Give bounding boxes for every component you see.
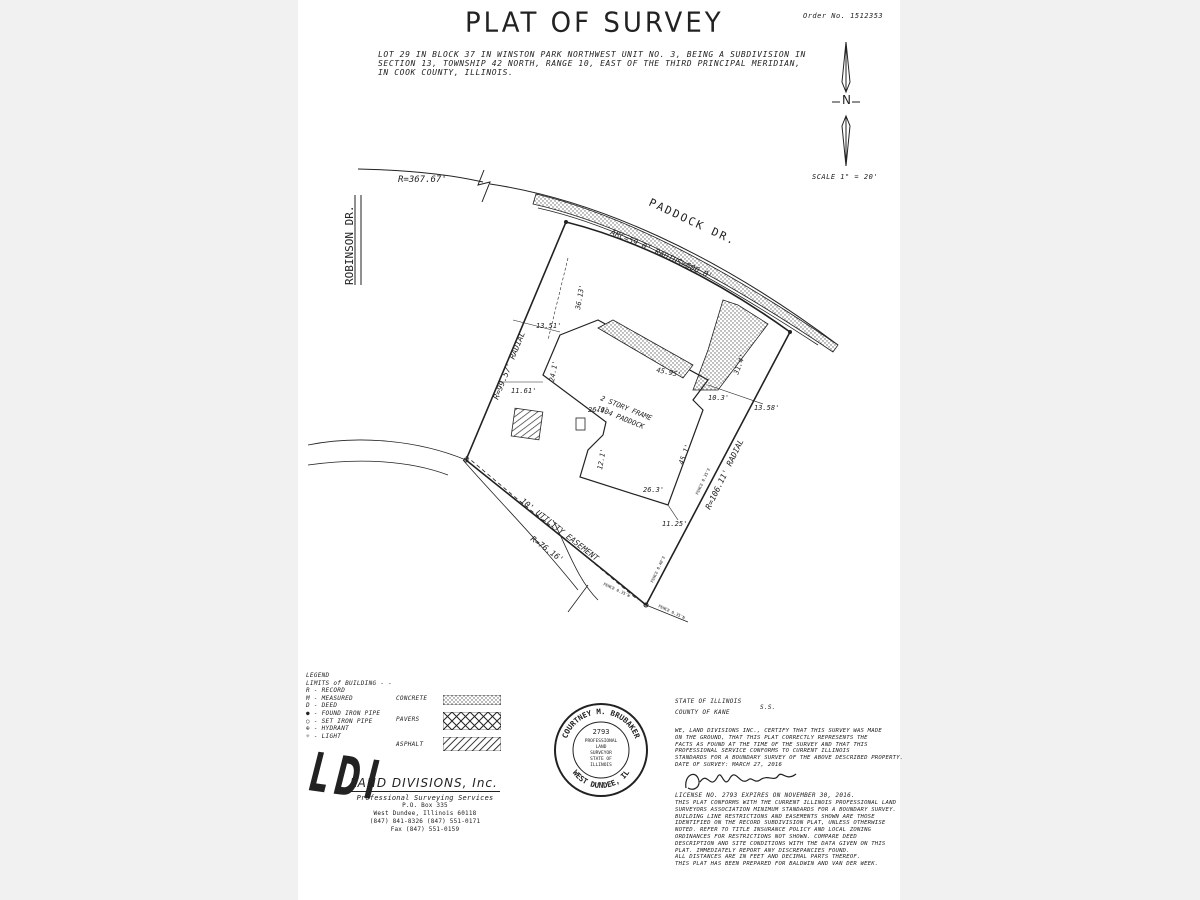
svg-text:13.58': 13.58' bbox=[754, 404, 779, 412]
cert-notes: THIS PLAT CONFORMS WITH THE CURRENT ILLI… bbox=[675, 800, 897, 868]
curve-label: R=106.11' RADIAL bbox=[704, 438, 746, 511]
svg-text:ILLINOIS: ILLINOIS bbox=[590, 762, 612, 768]
north-arrow-icon bbox=[832, 42, 860, 166]
north-letter: N bbox=[842, 93, 851, 107]
cert-state: STATE OF ILLINOIS bbox=[675, 698, 742, 705]
legal-line: IN COOK COUNTY, ILLINOIS. bbox=[378, 68, 514, 77]
legend-asphalt-label: ASPHALT bbox=[396, 741, 424, 748]
pavers-swatch bbox=[443, 712, 501, 730]
front-porch bbox=[597, 319, 694, 379]
house-outline bbox=[542, 319, 709, 506]
legend-item: D - DEED bbox=[306, 702, 338, 710]
patio bbox=[510, 407, 544, 441]
concrete-swatch bbox=[443, 695, 501, 705]
cert-license: LICENSE NO. 2793 EXPIRES ON NOVEMBER 30,… bbox=[675, 792, 855, 799]
legend-heading: LEGEND bbox=[306, 672, 330, 679]
svg-text:PROFESSIONAL: PROFESSIONAL bbox=[585, 738, 618, 744]
curve-label: R=367.67' bbox=[398, 175, 447, 185]
step bbox=[575, 417, 586, 431]
asphalt-swatch bbox=[443, 737, 501, 751]
legend-item: ● - FOUND IRON PIPE bbox=[306, 709, 381, 717]
legal-line: SECTION 13, TOWNSHIP 42 NORTH, RANGE 10,… bbox=[378, 59, 801, 68]
easement-line bbox=[465, 455, 639, 601]
company-subtitle: Professional Surveying Services bbox=[356, 794, 494, 802]
iron-pipe-icon bbox=[643, 602, 649, 608]
iron-pipe-icon bbox=[564, 220, 568, 224]
svg-text:FENCE 0.35'E: FENCE 0.35'E bbox=[694, 467, 711, 496]
legal-line: LOT 29 IN BLOCK 37 IN WINSTON PARK NORTH… bbox=[378, 50, 806, 59]
svg-text:SURVEYOR: SURVEYOR bbox=[590, 750, 612, 756]
cert-ss: S.S. bbox=[760, 704, 776, 711]
legend-item: LIMITS of BUILDING - - bbox=[306, 679, 393, 687]
company-phone: (847) 841-8326 (847) 551-0171 bbox=[369, 818, 481, 825]
concrete-walk bbox=[532, 193, 839, 353]
svg-text:12.1': 12.1' bbox=[596, 448, 608, 470]
iron-pipe-icon bbox=[788, 330, 792, 334]
legend-item: ☼ - LIGHT bbox=[306, 732, 342, 740]
curve-label: R=76.16' bbox=[529, 534, 565, 564]
cert-statement: WE, LAND DIVISIONS INC., CERTIFY THAT TH… bbox=[675, 728, 904, 768]
svg-text:11.25': 11.25' bbox=[662, 520, 687, 528]
legal-description: LOT 29 IN BLOCK 37 IN WINSTON PARK NORTH… bbox=[378, 50, 806, 77]
legend: LEGEND LIMITS of BUILDING - - R - RECORD… bbox=[306, 672, 392, 740]
svg-text:10.3': 10.3' bbox=[708, 394, 729, 402]
surveyor-signature bbox=[685, 773, 797, 790]
break-mark bbox=[477, 169, 491, 203]
svg-text:26.6': 26.6' bbox=[588, 406, 609, 414]
company-details: Professional Surveying Services P.O. Box… bbox=[350, 794, 500, 834]
surveyor-seal: COURTNEY M. BRUBAKER WEST DUNDEE, IL 279… bbox=[554, 703, 648, 797]
curve-label: ARC=59.0' RADIUS=606.0' bbox=[608, 227, 714, 281]
legend-item: ○ - SET IRON PIPE bbox=[306, 717, 373, 725]
road-curve bbox=[489, 183, 839, 346]
iron-pipe-icon bbox=[463, 457, 469, 463]
svg-text:26.3': 26.3' bbox=[643, 486, 664, 494]
road-curve bbox=[357, 168, 484, 183]
svg-text:13.51': 13.51' bbox=[536, 322, 561, 330]
cert-county: COUNTY OF KANE bbox=[675, 709, 730, 716]
legend-item: R - RECORD bbox=[306, 687, 346, 695]
svg-text:LAND: LAND bbox=[596, 744, 607, 750]
survey-document: PLAT OF SURVEY Order No. 1512353 LOT 29 … bbox=[298, 0, 904, 900]
company-address: P.O. Box 335 bbox=[402, 802, 448, 809]
driveway bbox=[692, 299, 769, 391]
svg-text:24.1': 24.1' bbox=[548, 360, 560, 382]
street-label-robinson: ROBINSON DR. bbox=[343, 206, 356, 285]
company-name: LAND DIVISIONS, Inc. bbox=[350, 776, 498, 790]
order-number: Order No. 1512353 bbox=[803, 12, 884, 20]
legend-item: ⊕ - HYDRANT bbox=[306, 725, 350, 733]
svg-text:11.61': 11.61' bbox=[511, 387, 536, 395]
svg-text:36.13': 36.13' bbox=[574, 284, 586, 311]
legend-item: M - MEASURED bbox=[306, 694, 353, 702]
company-city: West Dundee, Illinois 60118 bbox=[373, 810, 477, 817]
site-plan: ROBINSON DR. R=367.67' PADDOCK DR. ARC=5… bbox=[307, 168, 839, 623]
svg-text:STATE OF: STATE OF bbox=[590, 756, 612, 762]
svg-text:45.1': 45.1' bbox=[677, 443, 692, 466]
svg-text:FENCE 0.40'E: FENCE 0.40'E bbox=[649, 555, 666, 584]
svg-text:2793: 2793 bbox=[593, 728, 610, 736]
company-fax: Fax (847) 551-0159 bbox=[390, 826, 460, 833]
document-title: PLAT OF SURVEY bbox=[465, 7, 724, 39]
legend-concrete-label: CONCRETE bbox=[396, 695, 428, 702]
scale-label: SCALE 1" = 20' bbox=[812, 173, 879, 181]
svg-text:FENCE 0.35'N: FENCE 0.35'N bbox=[658, 603, 687, 620]
company-rule bbox=[350, 791, 500, 792]
legend-pavers-label: PAVERS bbox=[396, 716, 420, 723]
